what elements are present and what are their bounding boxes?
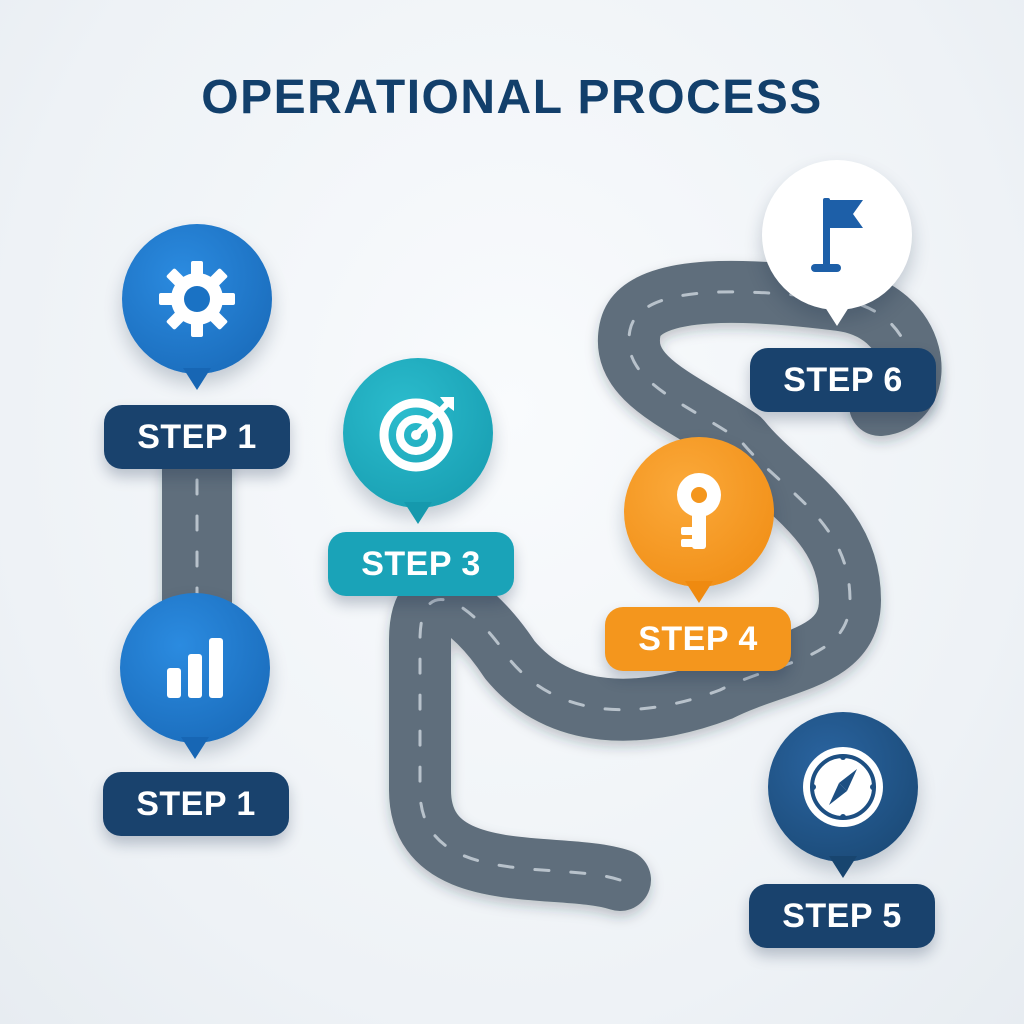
- step-1-label: STEP 1: [104, 405, 290, 469]
- step-5-label: STEP 5: [749, 884, 935, 948]
- step-6-label: STEP 6: [750, 348, 936, 412]
- bar-chart-icon: [167, 638, 223, 698]
- step-3-marker: [343, 358, 493, 524]
- step-1-marker: [122, 224, 272, 390]
- target-icon: [379, 397, 454, 472]
- step-5-marker: [768, 712, 918, 878]
- step-4-label: STEP 4: [605, 607, 791, 671]
- step-2-label: STEP 1: [103, 772, 289, 836]
- step-4-marker: [624, 437, 774, 603]
- step-3-label: STEP 3: [328, 532, 514, 596]
- flag-icon: [811, 198, 863, 272]
- key-icon: [677, 473, 721, 549]
- gear-icon: [159, 261, 235, 337]
- compass-icon: [803, 747, 883, 827]
- page-title: OPERATIONAL PROCESS: [201, 71, 823, 124]
- step-2-marker: [120, 593, 270, 759]
- step-6-marker: [762, 160, 912, 326]
